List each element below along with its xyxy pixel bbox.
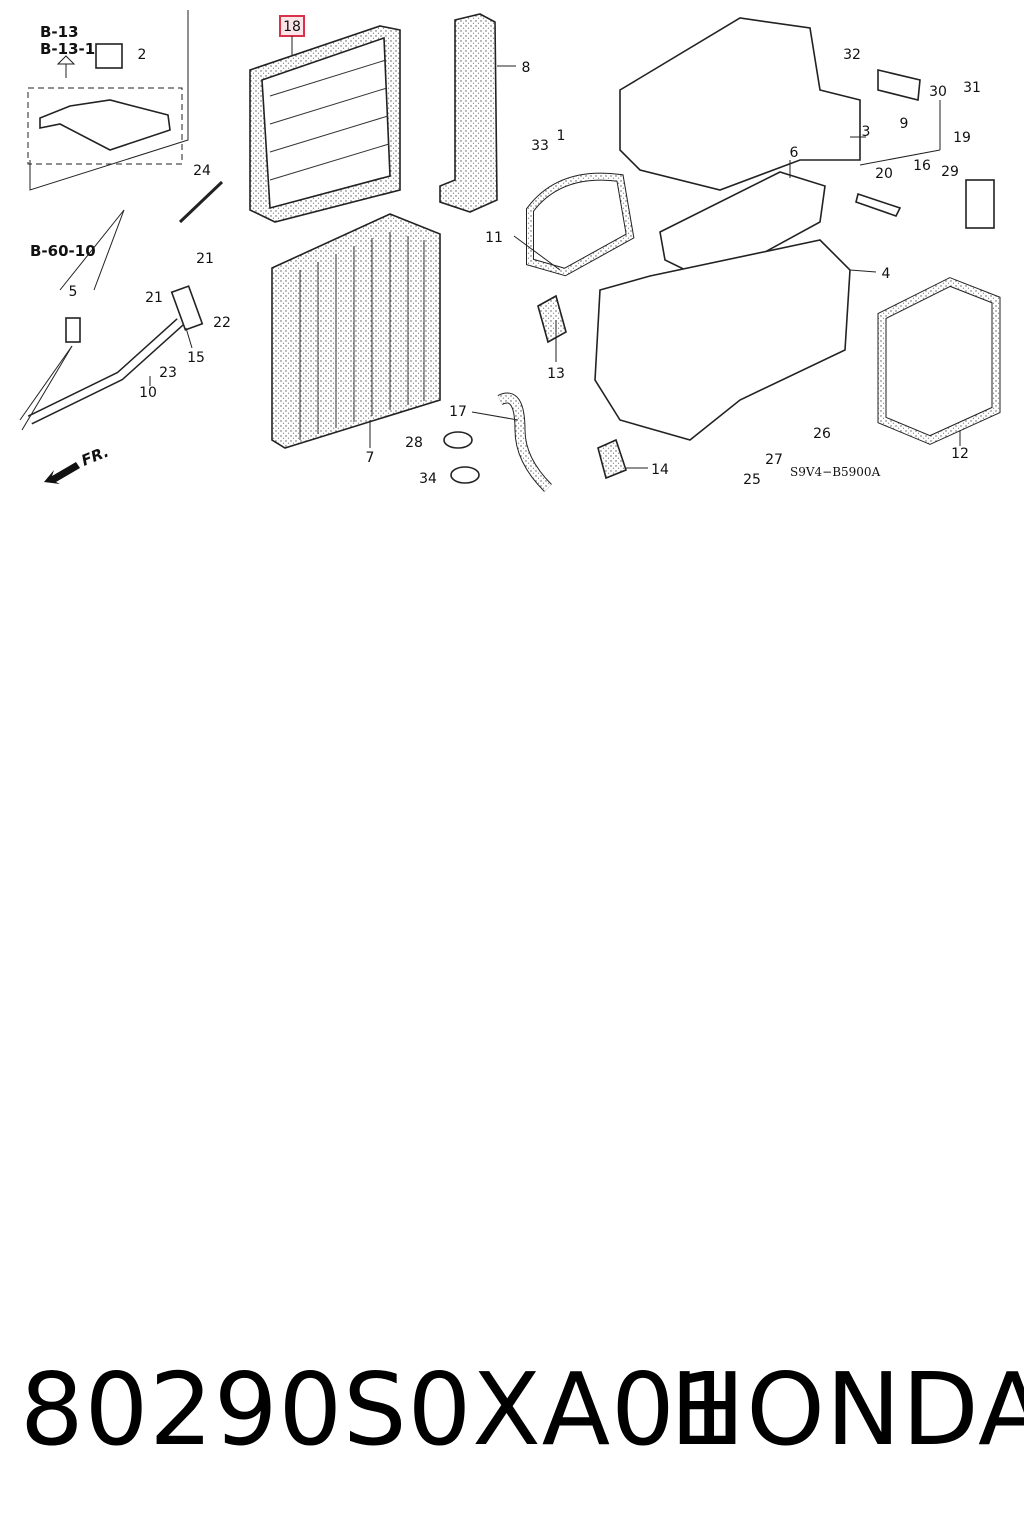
brand-name: HONDA <box>670 1351 1024 1468</box>
callout-30[interactable]: 30 <box>929 84 947 100</box>
relay-part-2 <box>95 43 123 69</box>
callout-25[interactable]: 25 <box>743 472 761 488</box>
callout-26[interactable]: 26 <box>813 426 831 442</box>
callout-4[interactable]: 4 <box>882 266 891 282</box>
callout-9[interactable]: 9 <box>900 116 909 132</box>
callout-3[interactable]: 3 <box>862 124 871 140</box>
front-arrow: FR. <box>44 443 111 484</box>
callout-13[interactable]: 13 <box>547 366 565 382</box>
callout-24[interactable]: 24 <box>193 163 211 179</box>
evaporator-part-7 <box>271 213 441 449</box>
bolt-part-24 <box>178 180 224 224</box>
parts-diagram: B-13 B-13-1 18 <box>19 10 1001 492</box>
callout-18[interactable]: 18 <box>283 19 301 35</box>
callout-20[interactable]: 20 <box>875 166 893 182</box>
hose-part-17 <box>497 393 552 492</box>
callout-29[interactable]: 29 <box>941 164 959 180</box>
door-part-6 <box>659 171 826 283</box>
callout-6[interactable]: 6 <box>790 145 799 161</box>
callout-7[interactable]: 7 <box>366 450 375 466</box>
callout-34[interactable]: 34 <box>419 471 437 487</box>
part-number: 80290S0XA01 <box>20 1351 741 1468</box>
callout-5[interactable]: 5 <box>69 284 78 300</box>
callout-10[interactable]: 10 <box>139 385 157 401</box>
callout-28[interactable]: 28 <box>405 435 423 451</box>
sensor-part-20 <box>855 192 902 217</box>
section-ref-b13: B-13 <box>40 23 79 41</box>
callout-15[interactable]: 15 <box>187 350 205 366</box>
callout-23[interactable]: 23 <box>159 365 177 381</box>
clip-part-5 <box>65 317 81 343</box>
front-indicator-label: FR. <box>79 443 112 470</box>
callout-11[interactable]: 11 <box>485 230 503 246</box>
diagram-code: S9V4−B5900A <box>790 465 881 479</box>
callout-1[interactable]: 1 <box>557 128 566 144</box>
pipe-part-10 <box>28 319 183 424</box>
section-ref-b13-1: B-13-1 <box>40 40 95 58</box>
bracket-part-9 <box>877 68 921 102</box>
air-filter-part-18: 18 <box>249 15 401 223</box>
gasket-part-12 <box>878 278 1000 444</box>
callout-14[interactable]: 14 <box>651 462 669 478</box>
valve-part-15 <box>170 285 204 331</box>
callout-31[interactable]: 31 <box>963 80 981 96</box>
callout-27[interactable]: 27 <box>765 452 783 468</box>
clamp-part-28 <box>443 431 473 449</box>
callout-17[interactable]: 17 <box>449 404 467 420</box>
callout-16[interactable]: 16 <box>913 158 931 174</box>
callout-33[interactable]: 33 <box>531 138 549 154</box>
callout-21b[interactable]: 21 <box>145 290 163 306</box>
lower-housing-part-4 <box>594 239 851 441</box>
callout-32[interactable]: 32 <box>843 47 861 63</box>
seal-part-13 <box>537 294 567 344</box>
seal-part-8 <box>439 13 498 213</box>
callout-2[interactable]: 2 <box>138 47 147 63</box>
footer: 80290S0XA01 HONDA <box>0 1340 1024 1480</box>
clamp-part-34 <box>450 466 480 484</box>
callout-12[interactable]: 12 <box>951 446 969 462</box>
callout-19[interactable]: 19 <box>953 130 971 146</box>
callout-labels: 1 2 3 4 5 6 7 8 9 10 11 12 13 14 15 16 1… <box>69 47 981 488</box>
callout-8[interactable]: 8 <box>522 60 531 76</box>
inset-box: B-13 B-13-1 <box>27 10 189 191</box>
callout-22[interactable]: 22 <box>213 315 231 331</box>
seal-part-14 <box>597 438 627 480</box>
callout-21a[interactable]: 21 <box>196 251 214 267</box>
upper-housing <box>619 17 861 191</box>
actuator-part-19 <box>965 179 995 229</box>
section-ref-b60-10: B-60-10 <box>30 242 96 260</box>
gasket-part-11 <box>527 173 634 276</box>
